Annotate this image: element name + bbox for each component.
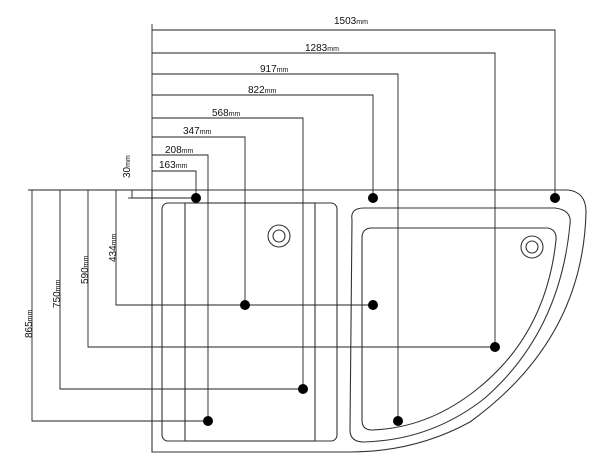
measurement-point-9 [393, 416, 403, 426]
dim-label-568: 568mm [212, 108, 241, 119]
vertical-dimensions [28, 189, 495, 422]
dim-line-1283 [152, 52, 496, 347]
dim-line-163 [152, 170, 197, 198]
dim-label-434: 434mm [108, 233, 119, 262]
dim-label-917: 917mm [260, 64, 289, 75]
dim-line-750 [59, 190, 303, 390]
right-drain-icon [520, 235, 544, 259]
dim-line-1503 [152, 29, 556, 198]
dim-line-30 [131, 190, 196, 199]
right-basin-inner [361, 227, 557, 431]
measurement-point-2 [368, 193, 378, 203]
measurement-point-5 [368, 300, 378, 310]
dim-line-865 [31, 190, 208, 422]
dim-line-434 [115, 190, 373, 306]
measurement-point-6 [490, 342, 500, 352]
measurement-points [191, 193, 560, 426]
left-basin-inner [184, 202, 316, 442]
dim-label-750: 750mm [52, 279, 63, 308]
dim-line-822 [152, 94, 374, 198]
left-basin-outer [161, 202, 338, 442]
dim-label-347: 347mm [183, 126, 212, 137]
dim-line-347 [152, 136, 246, 305]
horizontal-dimensions [151, 24, 556, 421]
dim-line-568 [152, 117, 304, 389]
measurement-point-3 [550, 193, 560, 203]
dim-label-1283: 1283mm [305, 43, 339, 54]
tray-outline [151, 189, 587, 453]
dim-line-917 [152, 73, 399, 421]
dim-line-590 [87, 190, 495, 348]
dim-label-1503: 1503mm [334, 16, 368, 27]
measurement-point-4 [240, 300, 250, 310]
dim-label-30: 30mm [122, 155, 133, 178]
right-basin-outer [349, 207, 571, 443]
measurement-point-7 [298, 384, 308, 394]
measurement-point-8 [203, 416, 213, 426]
left-drain-icon [267, 224, 291, 248]
dim-label-865: 865mm [24, 309, 35, 338]
measurement-point-1 [191, 193, 201, 203]
dim-label-208: 208mm [165, 145, 194, 156]
dim-line-208 [152, 154, 209, 421]
dim-label-590: 590mm [80, 255, 91, 284]
dim-label-163: 163mm [159, 160, 188, 171]
dim-label-822: 822mm [248, 85, 277, 96]
